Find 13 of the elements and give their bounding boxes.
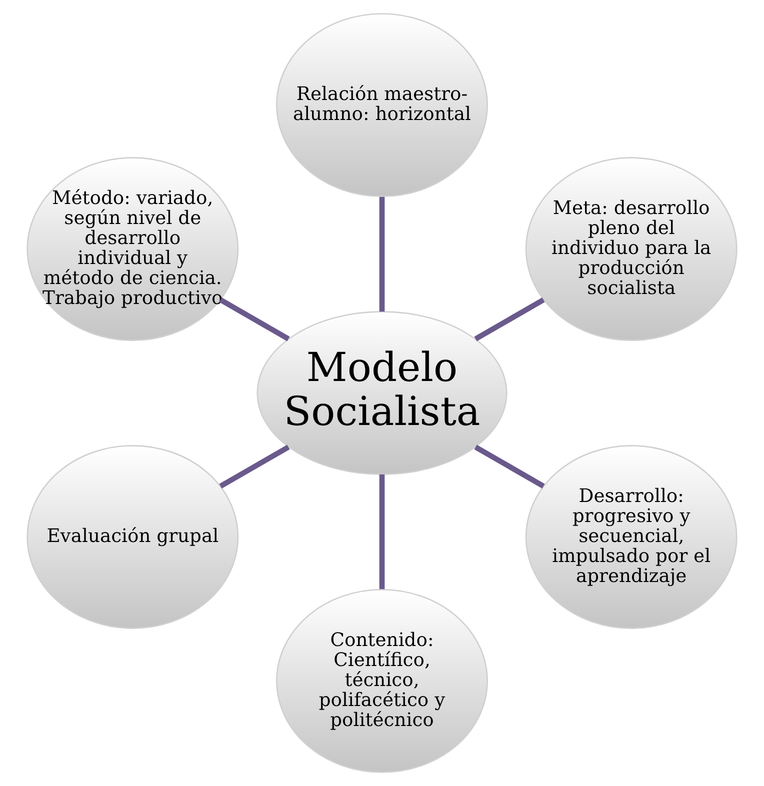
node-ellipse: Modelo Socialista	[256, 311, 508, 475]
connector	[219, 297, 290, 342]
node-ellipse: Contenido: Científico, técnico, polifacético y politécnico	[276, 588, 488, 773]
connector	[379, 474, 385, 590]
node-ellipse: Relación maestro-alumno: horizontal	[276, 13, 488, 198]
node-ellipse: Desarrollo: progresivo y secuencial, impulsado por el aprendizaje	[525, 444, 738, 629]
node-ellipse: Método: variado, según nivel de desarrollo individual y método de ciencia. Trabajo productivo	[26, 157, 239, 342]
connector	[474, 444, 545, 489]
node-ellipse: Meta: desarrollo pleno del individuo para la producción socialista	[525, 157, 738, 342]
connector	[379, 196, 385, 312]
node-ellipse: Evaluación grupal	[26, 444, 239, 629]
connector	[219, 444, 290, 489]
connector	[474, 297, 545, 342]
